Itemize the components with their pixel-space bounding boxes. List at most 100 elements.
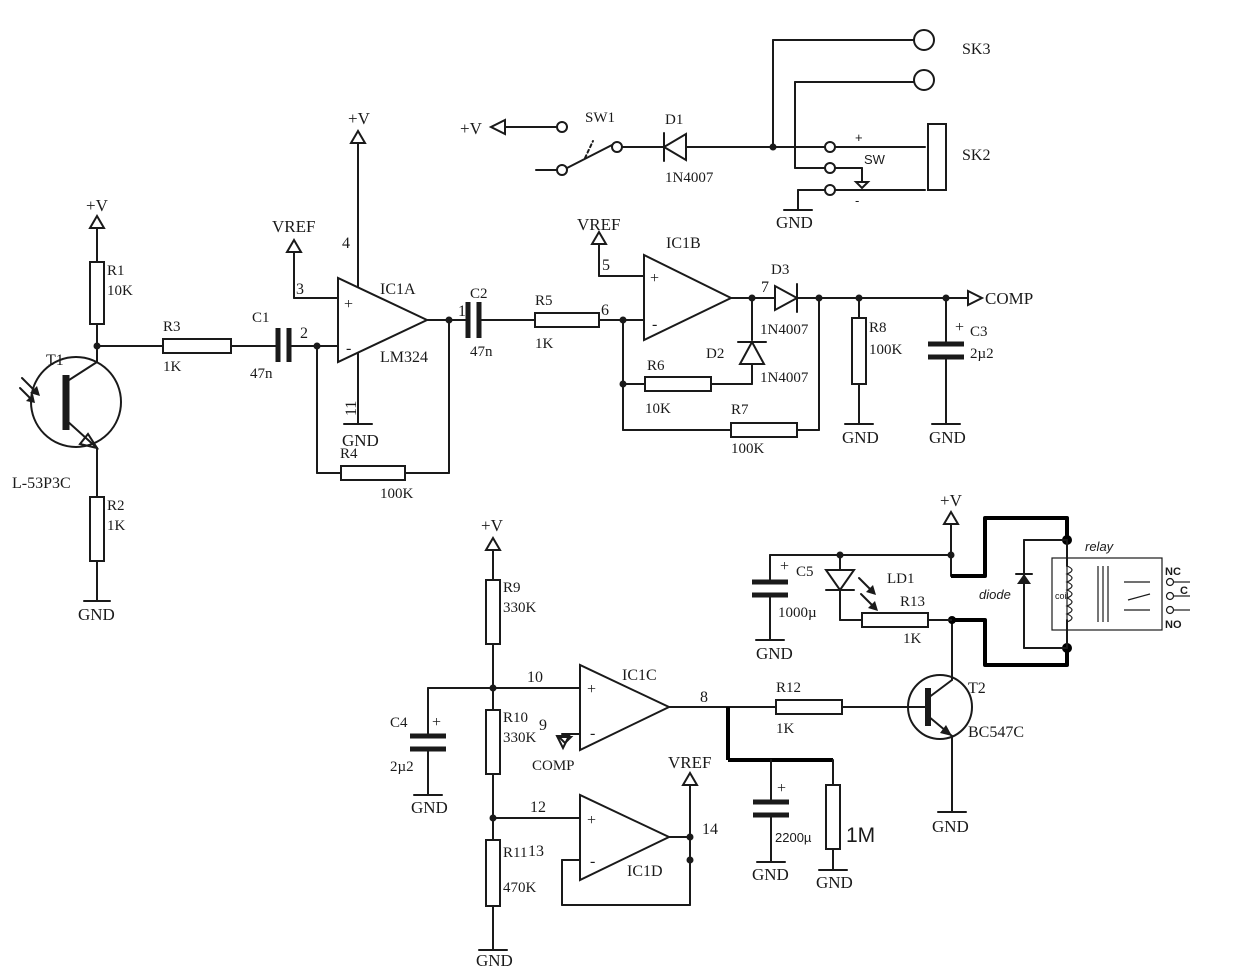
resistor-r8 — [851, 317, 867, 385]
svg-text:100K: 100K — [869, 342, 903, 358]
svg-text:VREF: VREF — [272, 217, 315, 236]
svg-text:C3: C3 — [970, 324, 988, 340]
relay-section: +V + C5 1000µ GND LD1 R13 1K — [752, 491, 1190, 667]
svg-text:1000µ: 1000µ — [778, 605, 817, 621]
vplus-arrow-ic1a — [349, 129, 367, 144]
relay-title: relay — [1085, 539, 1115, 554]
power-input: +V SW1 D1 1N4007 SK3 GND — [460, 29, 990, 232]
socket-sk3-top — [913, 29, 935, 51]
svg-text:330K: 330K — [503, 600, 537, 616]
svg-text:10K: 10K — [645, 401, 671, 417]
svg-text:-: - — [590, 725, 595, 742]
svg-text:+V: +V — [940, 491, 963, 510]
svg-text:R4: R4 — [340, 446, 358, 462]
vref-arrow-ic1d — [681, 771, 699, 786]
vplus-arrow-r9 — [484, 536, 502, 551]
svg-text:T2: T2 — [968, 680, 986, 697]
relay-body — [1051, 557, 1163, 631]
svg-text:+V: +V — [481, 516, 504, 535]
switch-sw1 — [566, 144, 613, 169]
svg-text:1K: 1K — [903, 631, 922, 647]
svg-text:100K: 100K — [731, 441, 765, 457]
relay-coil-icon — [1065, 565, 1073, 623]
svg-text:SW1: SW1 — [585, 110, 615, 126]
svg-text:470K: 470K — [503, 880, 537, 896]
diode-d1 — [662, 132, 687, 162]
added-res-value: 1M — [846, 824, 875, 847]
svg-text:100K: 100K — [380, 486, 414, 502]
added-cap-value: 2200µ — [775, 830, 812, 845]
svg-text:+: + — [855, 130, 863, 145]
svg-text:GND: GND — [842, 428, 879, 447]
svg-text:SW: SW — [864, 152, 886, 167]
transistor-t2 — [907, 674, 973, 740]
ic1d-ref: IC1D — [627, 863, 663, 880]
svg-text:R11: R11 — [503, 845, 527, 861]
svg-text:1N4007: 1N4007 — [665, 170, 714, 186]
resistor-r9 — [485, 579, 501, 645]
svg-text:+: + — [780, 558, 789, 575]
pin-13: 13 — [528, 843, 544, 860]
relay-no: NO — [1165, 619, 1182, 631]
svg-text:GND: GND — [756, 644, 793, 663]
ic1c-ref: IC1C — [622, 667, 657, 684]
vref-arrow-ic1a — [285, 238, 303, 253]
resistor-r7 — [730, 422, 798, 438]
t1-ref: T1 — [46, 352, 64, 369]
comp-arrow-out — [967, 289, 985, 307]
svg-text:SK3: SK3 — [962, 41, 990, 58]
svg-text:330K: 330K — [503, 730, 537, 746]
svg-text:LD1: LD1 — [887, 571, 915, 587]
led-ld1 — [824, 569, 856, 592]
socket-sk2 — [927, 123, 947, 191]
gnd-label-t1: GND — [78, 605, 115, 624]
vplus-arrow-sw1 — [488, 118, 506, 136]
r3-ref: R3 — [163, 319, 181, 335]
svg-text:C2: C2 — [470, 286, 488, 302]
pin-4: 4 — [342, 235, 350, 252]
svg-text:+: + — [587, 681, 596, 698]
resistor-r2 — [89, 496, 105, 562]
r1-ref: R1 — [107, 263, 125, 279]
resistor-r12 — [775, 699, 843, 715]
pin-2: 2 — [300, 325, 308, 342]
svg-text:GND: GND — [929, 428, 966, 447]
phototransistor-t1 — [19, 356, 122, 450]
svg-text:-: - — [855, 193, 859, 208]
svg-text:BC547C: BC547C — [968, 724, 1024, 741]
svg-text:47n: 47n — [470, 344, 493, 360]
svg-text:D2: D2 — [706, 346, 724, 362]
vplus-label-t1: +V — [86, 196, 109, 215]
svg-text:GND: GND — [342, 431, 379, 450]
pin-10: 10 — [527, 669, 543, 686]
svg-text:R12: R12 — [776, 680, 801, 696]
svg-text:+: + — [650, 270, 659, 287]
resistor-r6 — [644, 376, 712, 392]
pin-8: 8 — [700, 689, 708, 706]
svg-text:1N4007: 1N4007 — [760, 370, 809, 386]
svg-text:R13: R13 — [900, 594, 925, 610]
svg-text:1K: 1K — [776, 721, 795, 737]
svg-text:-: - — [346, 340, 351, 357]
relay-c: C — [1180, 585, 1188, 597]
vplus-arrow-t1 — [88, 214, 106, 229]
comp-label-out: COMP — [985, 289, 1033, 308]
svg-text:D1: D1 — [665, 112, 683, 128]
output-driver: R12 1K + 2200µ GND 1M GND T2 BC547C — [726, 616, 1024, 892]
svg-text:-: - — [590, 853, 595, 870]
svg-text:GND: GND — [411, 798, 448, 817]
comparator-stage: +V R9 330K R10 330K R11 470K GND + C4 2µ… — [390, 516, 777, 970]
resistor-r1 — [89, 261, 105, 325]
svg-text:VREF: VREF — [577, 215, 620, 234]
svg-text:R9: R9 — [503, 580, 521, 596]
svg-text:+: + — [955, 319, 964, 336]
svg-text:+V: +V — [460, 119, 483, 138]
resistor-r10 — [485, 709, 501, 775]
svg-text:R7: R7 — [731, 402, 749, 418]
pin-11: 11 — [343, 401, 360, 416]
svg-text:+: + — [432, 714, 441, 731]
r1-value: 10K — [107, 283, 133, 299]
rectifier-stage: C2 47n R5 1K 6 + - IC1B VREF 5 7 D3 1N40… — [465, 215, 1033, 457]
svg-text:R5: R5 — [535, 293, 553, 309]
